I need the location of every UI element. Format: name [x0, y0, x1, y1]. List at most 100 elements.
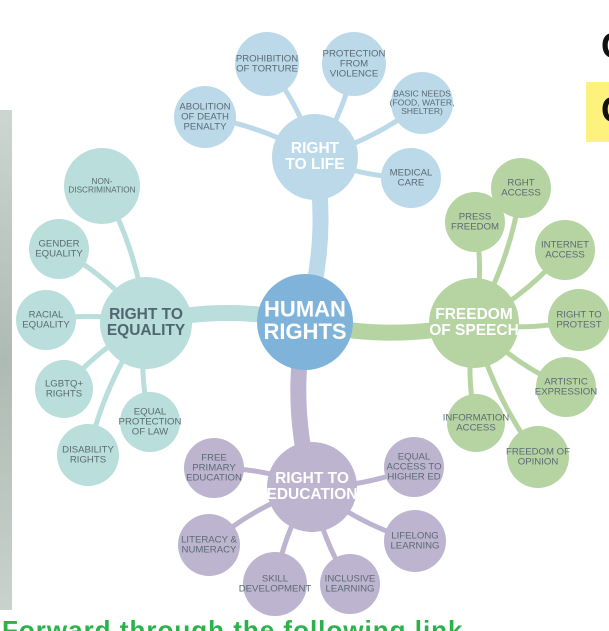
education-leaf-node [178, 514, 240, 576]
equality-leaf-label-line: OF LAW [132, 426, 169, 437]
life-leaf-node [391, 72, 453, 134]
life-branch-node [272, 114, 358, 200]
education-leaf-label-line: EQUAL [398, 452, 431, 463]
education-branch-label-line: RIGHT TO [275, 470, 349, 487]
speech-leaf-label-line: RGHT [507, 178, 534, 189]
education-leaf-label-line: LIFELONG [391, 531, 438, 542]
life-leaf-label-line: OF TORTURE [236, 63, 298, 74]
education-leaf-label-line: LEARNING [390, 540, 439, 551]
life-leaf-node [381, 148, 441, 208]
speech-leaf-node [535, 220, 595, 280]
education-leaf-label-line: FREE [201, 453, 227, 464]
speech-leaf-label-line: PROTEST [556, 319, 601, 330]
education-leaf-label-line: PRIMARY [192, 463, 236, 474]
speech-leaf-node [548, 289, 609, 351]
speech-leaf-node [491, 158, 551, 218]
life-branch-label-line: TO LIFE [285, 156, 344, 173]
equality-leaf-label: LGBTQ+RIGHTS [45, 379, 84, 400]
life-branch-label-line: RIGHT [291, 140, 340, 157]
bottom-caption: Forward through the following link [0, 617, 609, 631]
speech-leaf-label-line: ARTISTIC [544, 377, 588, 388]
equality-leaf-label: NON-DISCRIMINATION [68, 177, 135, 194]
education-leaf-label-line: DEVELOPMENT [239, 583, 312, 594]
center-label-line: HUMAN [264, 297, 346, 322]
speech-leaf-label-line: INFORMATION [443, 413, 510, 424]
equality-leaf-label-line: EQUALITY [22, 319, 70, 330]
equality-leaf-node [35, 360, 93, 418]
education-leaf-label-line: LITERACY & [181, 535, 237, 546]
equality-leaf-node [29, 219, 89, 279]
equality-leaf-label-line: RACIAL [29, 310, 64, 321]
life-leaf-label-line: PROTECTION [323, 49, 386, 60]
life-leaf-label-line: SHELTER) [401, 106, 443, 116]
bottom-caption-text: Forward through the following link [2, 617, 464, 631]
life-leaf-label-line: MEDICAL [390, 168, 433, 179]
speech-branch-label-line: FREEDOM [435, 306, 513, 323]
life-leaf-label-line: FROM [340, 59, 368, 70]
equality-leaf-node [120, 392, 180, 452]
education-leaf-node [184, 438, 244, 498]
equality-leaf-label-line: EQUAL [134, 407, 167, 418]
education-leaf-node [320, 554, 380, 614]
life-leaf-label: BASIC NEEDS(FOOD, WATER,SHELTER) [390, 88, 455, 116]
education-leaf-node [384, 437, 444, 497]
education-leaf-label-line: NUMERACY [182, 544, 238, 555]
equality-leaf-label-line: PROTECTION [119, 417, 182, 428]
life-leaf-label-line: VIOLENCE [330, 68, 379, 79]
life-leaf-label-line: OF DEATH [181, 112, 229, 123]
highlight-box [586, 82, 609, 142]
speech-leaf-label-line: FREEDOM OF [506, 447, 570, 458]
life-leaf-label-line: ABOLITION [179, 102, 230, 113]
equality-leaf-label-line: DISABILITY [62, 445, 114, 456]
speech-branch-node [429, 278, 519, 368]
education-leaf-node [384, 510, 446, 572]
equality-leaf-label-line: RIGHTS [46, 388, 82, 399]
center-node [257, 274, 353, 370]
speech-leaf-label-line: INTERNET [541, 240, 589, 251]
cropped-heading-glyph: C [601, 92, 609, 128]
equality-leaf-label-line: LGBTQ+ [45, 379, 84, 390]
life-leaf-node [174, 86, 236, 148]
life-leaf-label-line: PENALTY [183, 121, 227, 132]
life-leaf-label-line: CARE [398, 177, 425, 188]
equality-leaf-label-line: NON- [92, 177, 113, 186]
education-leaf-label-line: SKILL [262, 574, 289, 585]
speech-leaf-node [507, 426, 569, 488]
education-leaf-node [243, 552, 307, 616]
speech-leaf-node [447, 394, 505, 452]
education-leaf-label: LITERACY &NUMERACY [181, 535, 237, 556]
education-leaf-label-line: HIGHER ED [387, 471, 440, 482]
center-label-line: RIGHTS [263, 319, 346, 344]
speech-leaf-label-line: ACCESS [456, 422, 495, 433]
life-leaf-label-line: (FOOD, WATER, [390, 97, 455, 107]
equality-branch-label-line: RIGHT TO [109, 306, 183, 323]
equality-leaf-label-line: GENDER [38, 239, 79, 250]
equality-branch-node [100, 277, 192, 369]
education-leaf-label-line: ACCESS TO [386, 462, 441, 473]
life-leaf-node [322, 32, 386, 96]
speech-leaf-label-line: FREEDOM [451, 221, 499, 232]
life-leaf-node [235, 32, 299, 96]
speech-leaf-label-line: EXPRESSION [535, 386, 597, 397]
